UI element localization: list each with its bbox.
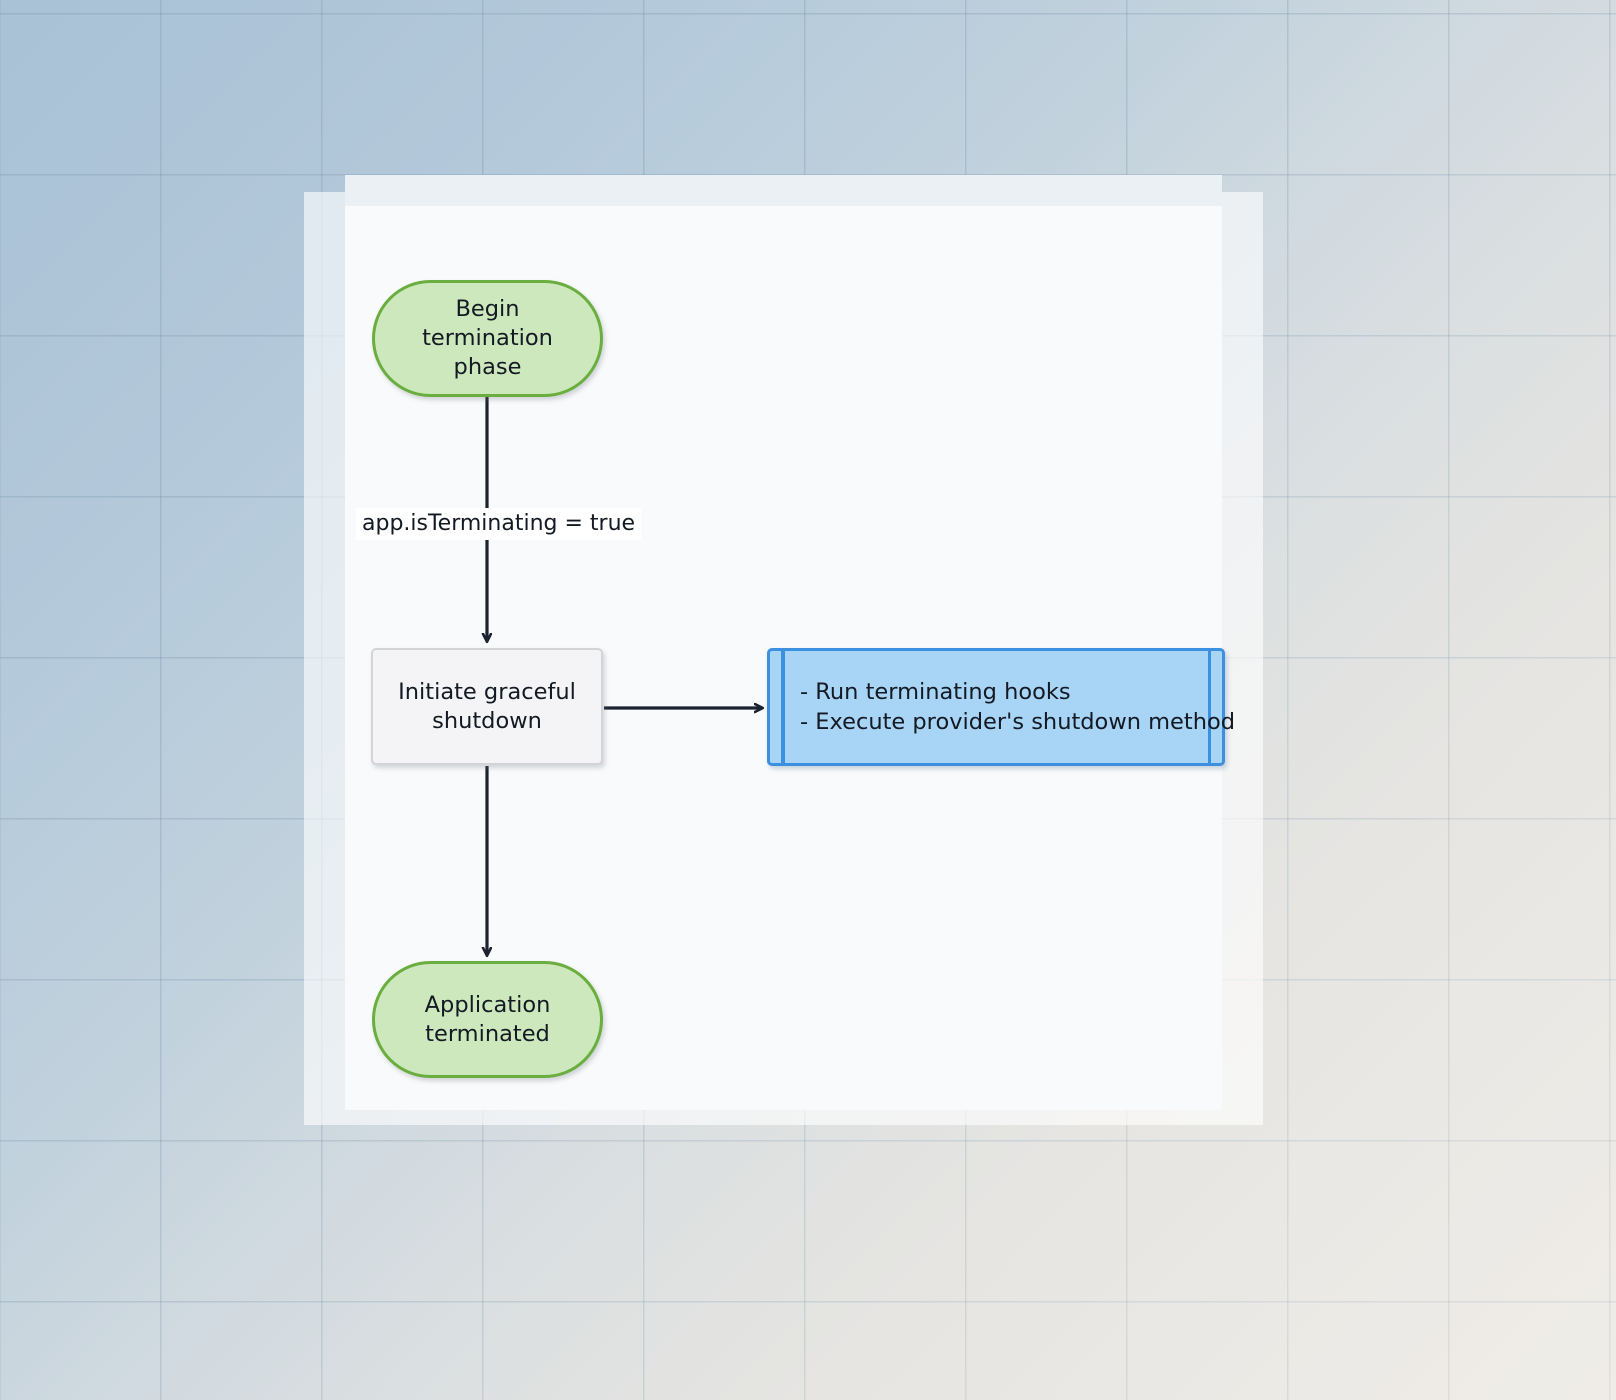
node-shutdown-actions[interactable]: - Run terminating hooks - Execute provid… <box>767 648 1235 766</box>
node-text-line: phase <box>453 354 522 380</box>
node-text-line: Begin <box>455 296 520 322</box>
node-shutdown-actions-label: - Run terminating hooks - Execute provid… <box>800 677 1235 737</box>
node-application-terminated-label: Application terminated <box>425 991 551 1049</box>
node-begin-termination-phase-label: Begin termination phase <box>422 295 553 382</box>
node-text-line: Application <box>424 991 551 1018</box>
diagram-panel-header-strip <box>345 175 1222 206</box>
node-text-line: - Run terminating hooks <box>800 679 1071 705</box>
subroutine-left-bar <box>781 651 785 763</box>
edge-label-app-is-terminating: app.isTerminating = true <box>356 508 642 540</box>
node-initiate-graceful-shutdown-label: Initiate graceful shutdown <box>398 678 576 736</box>
node-text-line: shutdown <box>432 707 542 734</box>
node-text-line: termination <box>422 325 553 351</box>
node-text-line: Initiate graceful <box>398 678 576 705</box>
node-text-line: - Execute provider's shutdown method <box>800 709 1236 735</box>
subroutine-right-bar <box>1207 651 1211 763</box>
node-text-line: terminated <box>425 1020 550 1047</box>
node-initiate-graceful-shutdown[interactable]: Initiate graceful shutdown <box>371 648 603 765</box>
node-begin-termination-phase[interactable]: Begin termination phase <box>372 280 603 397</box>
node-application-terminated[interactable]: Application terminated <box>372 961 603 1078</box>
